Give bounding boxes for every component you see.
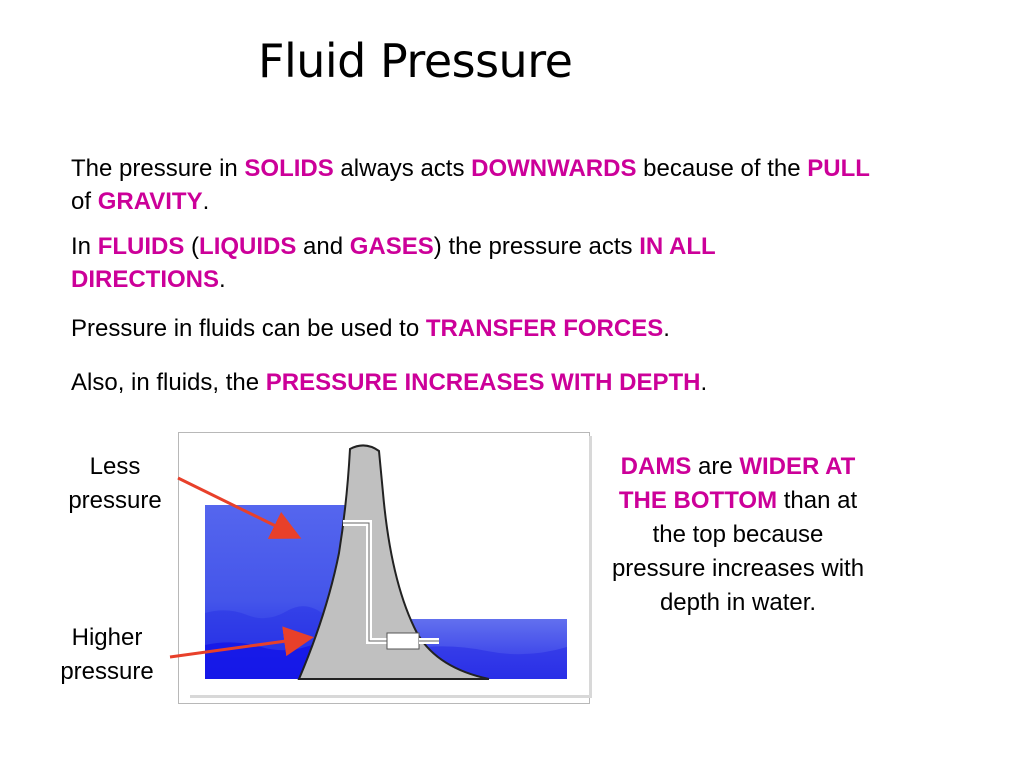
dam-diagram-frame <box>178 432 590 704</box>
turbine-box <box>386 632 420 650</box>
text-run: because of the <box>636 155 808 182</box>
higher-pressure-label: Higher pressure <box>44 621 170 689</box>
dams-explanation: DAMS are WIDER AT THE BOTTOM than at the… <box>604 450 872 620</box>
text-run: are <box>691 453 740 480</box>
highlight-term: DAMS <box>620 453 692 480</box>
text-run: Also, in fluids, the <box>71 369 266 396</box>
text-run: of <box>71 188 98 215</box>
highlight-term: FLUIDS <box>97 233 185 260</box>
highlight-term: GRAVITY <box>97 188 203 215</box>
highlight-term: PULL <box>807 155 870 182</box>
highlight-term: SOLIDS <box>244 155 334 182</box>
text-run: . <box>700 369 708 396</box>
slide-title: Fluid Pressure <box>258 34 573 88</box>
text-run: The pressure in <box>71 155 245 182</box>
text-run: In <box>71 233 98 260</box>
dam-diagram-svg <box>205 444 567 680</box>
dam-diagram <box>187 433 589 695</box>
text-run: than at the top because pressure increas… <box>611 487 865 616</box>
highlight-term: DOWNWARDS <box>471 155 637 182</box>
less-pressure-line2: pressure <box>68 487 162 514</box>
paragraph-transfer-forces: Pressure in fluids can be used to TRANSF… <box>71 312 871 345</box>
highlight-term: IN ALL DIRECTIONS <box>71 233 716 293</box>
highlight-term: PRESSURE INCREASES WITH DEPTH <box>265 369 701 396</box>
dam-body <box>297 444 490 680</box>
less-pressure-line1: Less <box>89 453 141 480</box>
text-run: Pressure in fluids can be used to <box>71 315 426 342</box>
text-run: . <box>663 315 670 342</box>
higher-pressure-line1: Higher <box>71 624 143 651</box>
text-run: . <box>202 188 210 215</box>
text-run: . <box>219 266 226 293</box>
text-run: and <box>296 233 350 260</box>
highlight-term: LIQUIDS <box>199 233 297 260</box>
higher-pressure-line2: pressure <box>60 658 154 685</box>
highlight-term: TRANSFER FORCES <box>425 315 664 342</box>
less-pressure-label: Less pressure <box>52 450 178 518</box>
text-run: ) the pressure acts <box>433 233 640 260</box>
paragraph-solids: The pressure in SOLIDS always acts DOWNW… <box>71 152 871 218</box>
paragraph-depth: Also, in fluids, the PRESSURE INCREASES … <box>71 366 871 399</box>
text-run: always acts <box>333 155 472 182</box>
text-run: ( <box>184 233 200 260</box>
highlight-term: GASES <box>349 233 434 260</box>
paragraph-fluids: In FLUIDS (LIQUIDS and GASES) the pressu… <box>71 230 871 296</box>
highlight-term: WIDER AT THE BOTTOM <box>618 453 856 514</box>
